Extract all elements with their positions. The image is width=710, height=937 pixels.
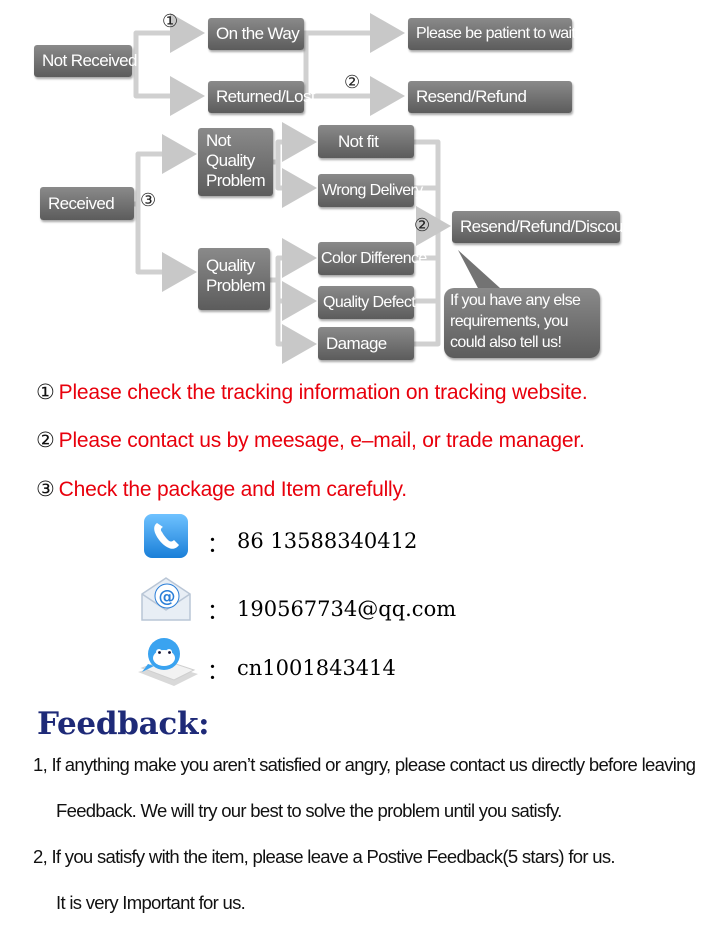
feedback-title: Feedback: (37, 706, 210, 742)
note-1-text: Please check the tracking information on… (58, 381, 588, 404)
on-the-way-box: On the Way (208, 18, 304, 50)
step-marker-2: ② (344, 72, 361, 93)
flow-connectors (132, 13, 500, 364)
contact-separator-1: ： (207, 533, 230, 558)
note-3-number: ③ (36, 477, 55, 501)
feedback-line-1: 1, If anything make you aren’t satisfied… (33, 754, 696, 775)
phone-icon (144, 514, 188, 558)
quality-defect-box: Quality Defect (318, 286, 416, 319)
svg-text:@: @ (159, 587, 176, 607)
requirements-bubble: If you have any else requirements, you c… (444, 288, 600, 358)
email-icon: @ (141, 577, 191, 621)
not-fit-box: Not fit (318, 125, 414, 158)
note-2-number: ② (36, 428, 55, 452)
step-marker-2b: ② (414, 215, 431, 236)
not-quality-problem-box: Not Quality Problem (198, 128, 273, 196)
step-marker-3: ③ (140, 190, 157, 211)
resend-refund-discount-box: Resend/Refund/Discount (452, 211, 636, 243)
color-difference-box: Color Difference (318, 242, 427, 275)
qq-id: cn1001843414 (237, 656, 396, 680)
note-3-text: Check the package and Item carefully. (58, 478, 407, 501)
phone-number: 86 13588340412 (237, 529, 418, 553)
note-2-text: Please contact us by meesage, e–mail, or… (58, 429, 585, 452)
wrong-delivery-box: Wrong Delivery (318, 174, 423, 207)
returned-lost-box: Returned/Lost (208, 81, 316, 113)
damage-box: Damage (318, 327, 414, 360)
resend-refund-box: Resend/Refund (408, 81, 572, 113)
feedback-line-3: 2, If you satisfy with the item, please … (33, 846, 616, 867)
qq-chat-icon (138, 638, 198, 686)
step-marker-1: ① (162, 11, 179, 32)
contact-separator-2: ： (207, 600, 230, 625)
contact-separator-3: ： (207, 660, 230, 685)
email-address: 190567734@qq.com (237, 597, 457, 621)
feedback-line-4: It is very Important for us. (56, 892, 246, 913)
not-received-box: Not Received (34, 45, 137, 77)
received-box: Received (40, 187, 134, 220)
please-wait-box: Please be patient to wait (408, 18, 576, 50)
feedback-line-2: Feedback. We will try our best to solve … (56, 800, 562, 821)
note-1-number: ① (36, 380, 55, 404)
quality-problem-box: Quality Problem (198, 248, 270, 310)
